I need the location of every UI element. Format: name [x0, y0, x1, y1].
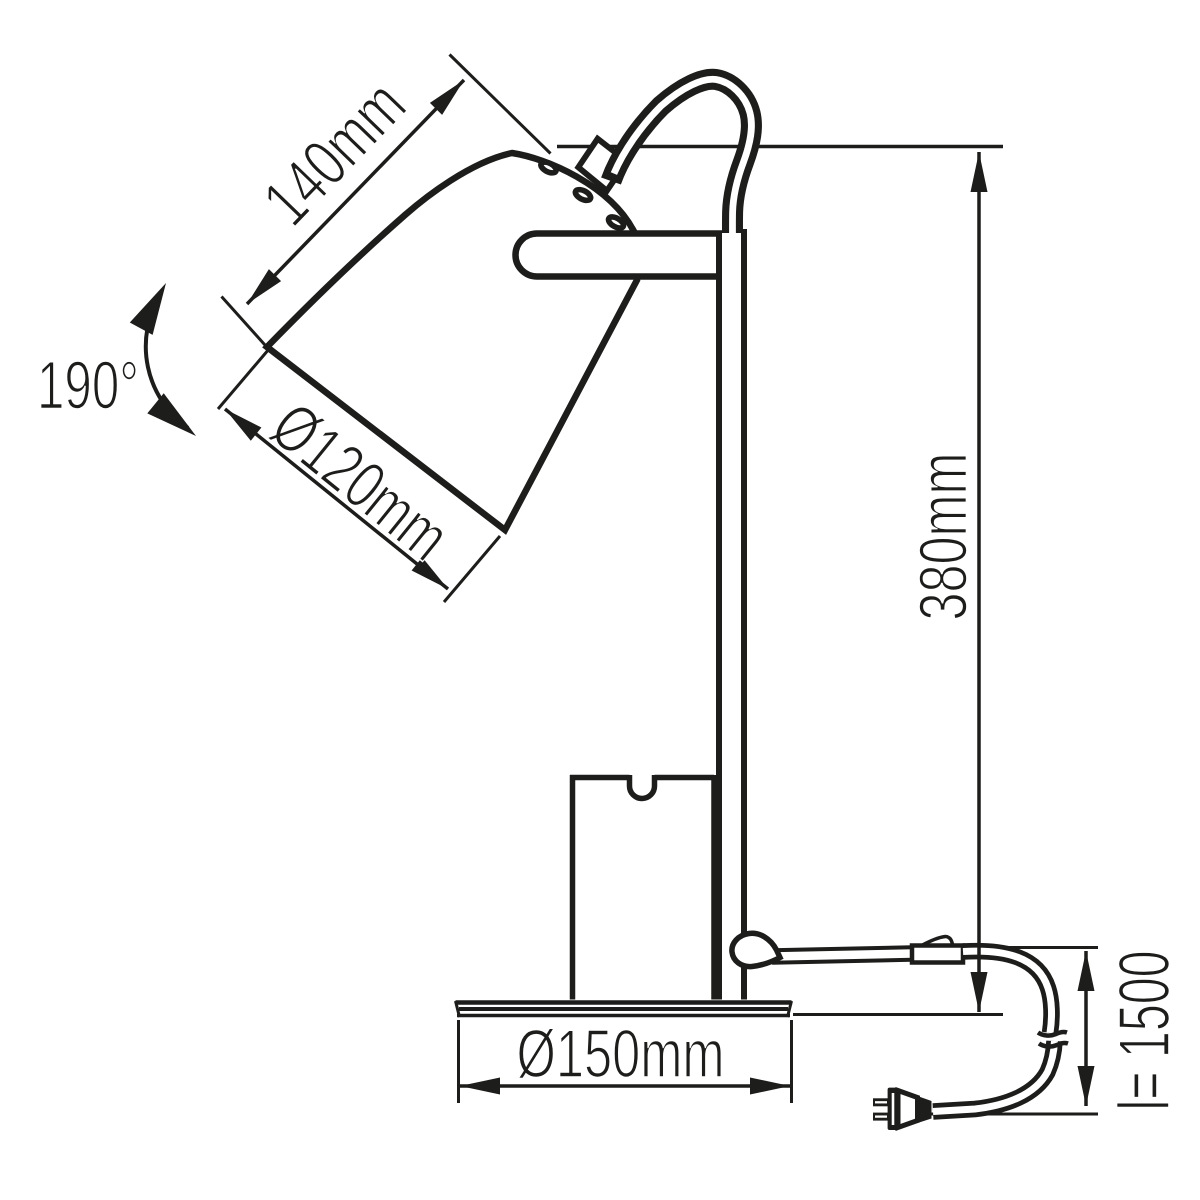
svg-text:Ø150mm: Ø150mm	[517, 1016, 725, 1092]
svg-text:190°: 190°	[37, 348, 139, 424]
svg-text:l= 1500: l= 1500	[1105, 951, 1185, 1111]
svg-text:380mm: 380mm	[906, 453, 982, 621]
